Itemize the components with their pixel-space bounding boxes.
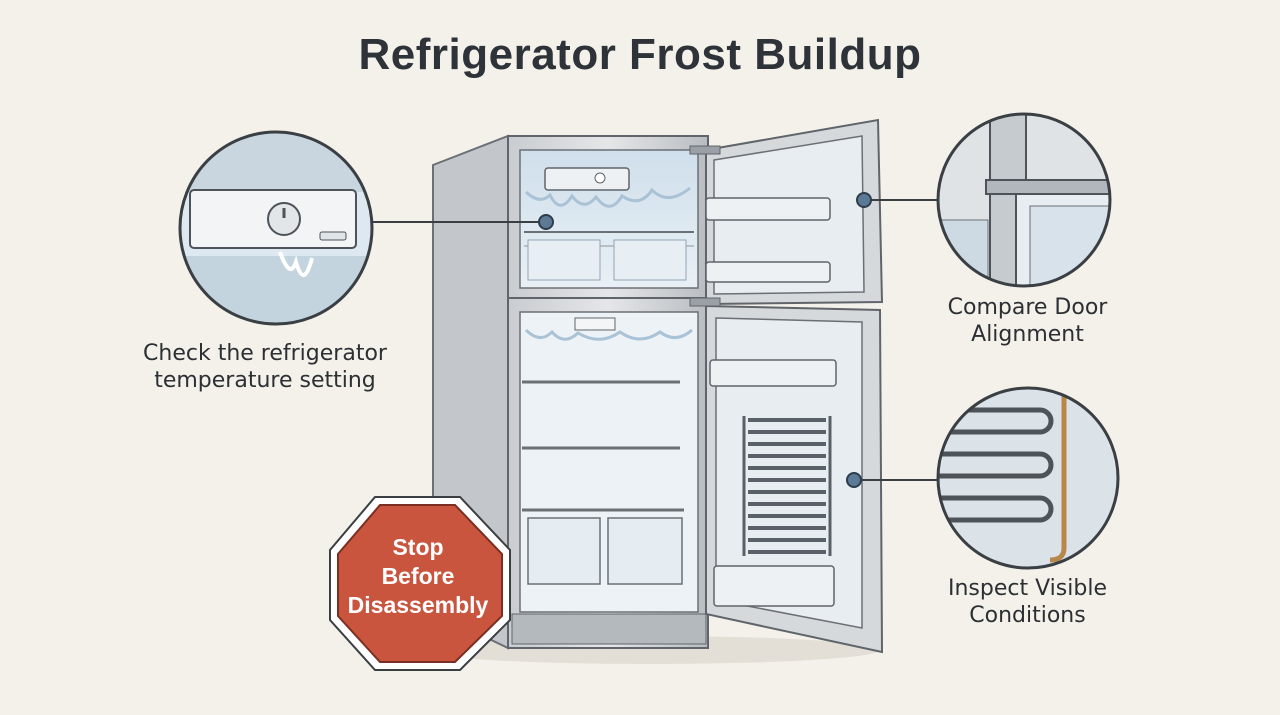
kick-plate: [511, 613, 707, 645]
stop-line-2: Before: [382, 563, 455, 589]
page-title: Refrigerator Frost Buildup: [358, 30, 922, 79]
caption-door-alignment: Compare Door Alignment: [920, 294, 1135, 348]
caption-inspect-line-2: Conditions: [969, 603, 1086, 628]
caption-temperature: Check the refrigerator temperature setti…: [120, 340, 410, 394]
stop-line-1: Stop: [392, 534, 443, 560]
callout-ring-door: [936, 112, 1112, 288]
caption-temperature-line-2: temperature setting: [154, 368, 376, 393]
condenser-coil: [742, 416, 832, 556]
callout-temperature-control: [178, 130, 374, 326]
caption-door-line-1: Compare Door: [947, 295, 1108, 320]
middle-hinge: [689, 297, 721, 307]
freezer-compartment: [519, 149, 699, 289]
stop-sign: Stop Before Disassembly: [329, 496, 511, 671]
stop-line-3: Disassembly: [348, 592, 489, 618]
fresh-food-compartment: [519, 311, 699, 613]
callout-door-alignment: [936, 112, 1112, 288]
callout-ring-temperature: [178, 130, 374, 326]
caption-door-line-2: Alignment: [971, 322, 1084, 347]
marker-door: [856, 192, 872, 208]
marker-temperature: [538, 214, 554, 230]
top-hinge: [689, 145, 721, 155]
caption-inspect-line-1: Inspect Visible: [948, 576, 1107, 601]
marker-inspect: [846, 472, 862, 488]
callout-ring-inspect: [936, 386, 1120, 570]
caption-inspect-conditions: Inspect Visible Conditions: [920, 575, 1135, 629]
caption-temperature-line-1: Check the refrigerator: [143, 341, 387, 366]
freezer-door: [705, 118, 884, 306]
callout-visible-conditions: [936, 386, 1120, 570]
